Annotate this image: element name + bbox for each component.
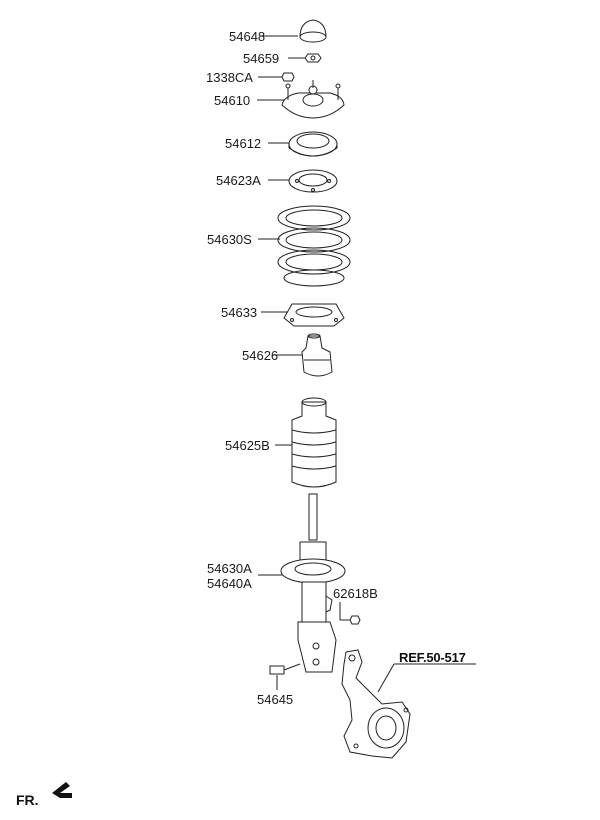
- label-54640A: 54640A: [207, 576, 252, 591]
- reference-label: REF.50-517: [399, 650, 466, 665]
- label-54633: 54633: [221, 305, 258, 320]
- label-54648: 54648: [229, 29, 266, 44]
- label-54612: 54612: [225, 136, 262, 151]
- front-arrow-icon: [52, 782, 72, 798]
- direction-label: FR.: [16, 792, 39, 808]
- part-54659-nut: [304, 53, 322, 63]
- part-54623A-spring-pad: [288, 169, 338, 193]
- label-54623A: 54623A: [216, 173, 261, 188]
- part-62618B-nut: [349, 615, 361, 625]
- part-54633-spring-seat: [283, 303, 345, 327]
- label-62618B: 62618B: [333, 586, 378, 601]
- part-54610-mount: [281, 80, 345, 119]
- part-54625B-dust-boot: [291, 397, 337, 488]
- label-54625B: 54625B: [225, 438, 270, 453]
- part-54626-bump-stopper: [301, 333, 333, 377]
- part-54648-cap: [299, 19, 327, 43]
- leader-lines: [257, 35, 476, 693]
- label-54630S: 54630S: [207, 232, 252, 247]
- label-54659: 54659: [243, 51, 280, 66]
- part-54612-bearing: [288, 131, 338, 157]
- part-54645-bolt: [269, 663, 301, 675]
- label-54630A: 54630A: [207, 561, 252, 576]
- part-54630A-strut: [280, 493, 346, 673]
- label-54645: 54645: [257, 692, 294, 707]
- part-knuckle: [341, 649, 411, 759]
- label-1338CA: 1338CA: [206, 70, 253, 85]
- part-54630S-coil-spring: [277, 205, 351, 287]
- label-54626: 54626: [242, 348, 279, 363]
- part-1338CA-nut: [281, 72, 295, 82]
- label-54610: 54610: [214, 93, 251, 108]
